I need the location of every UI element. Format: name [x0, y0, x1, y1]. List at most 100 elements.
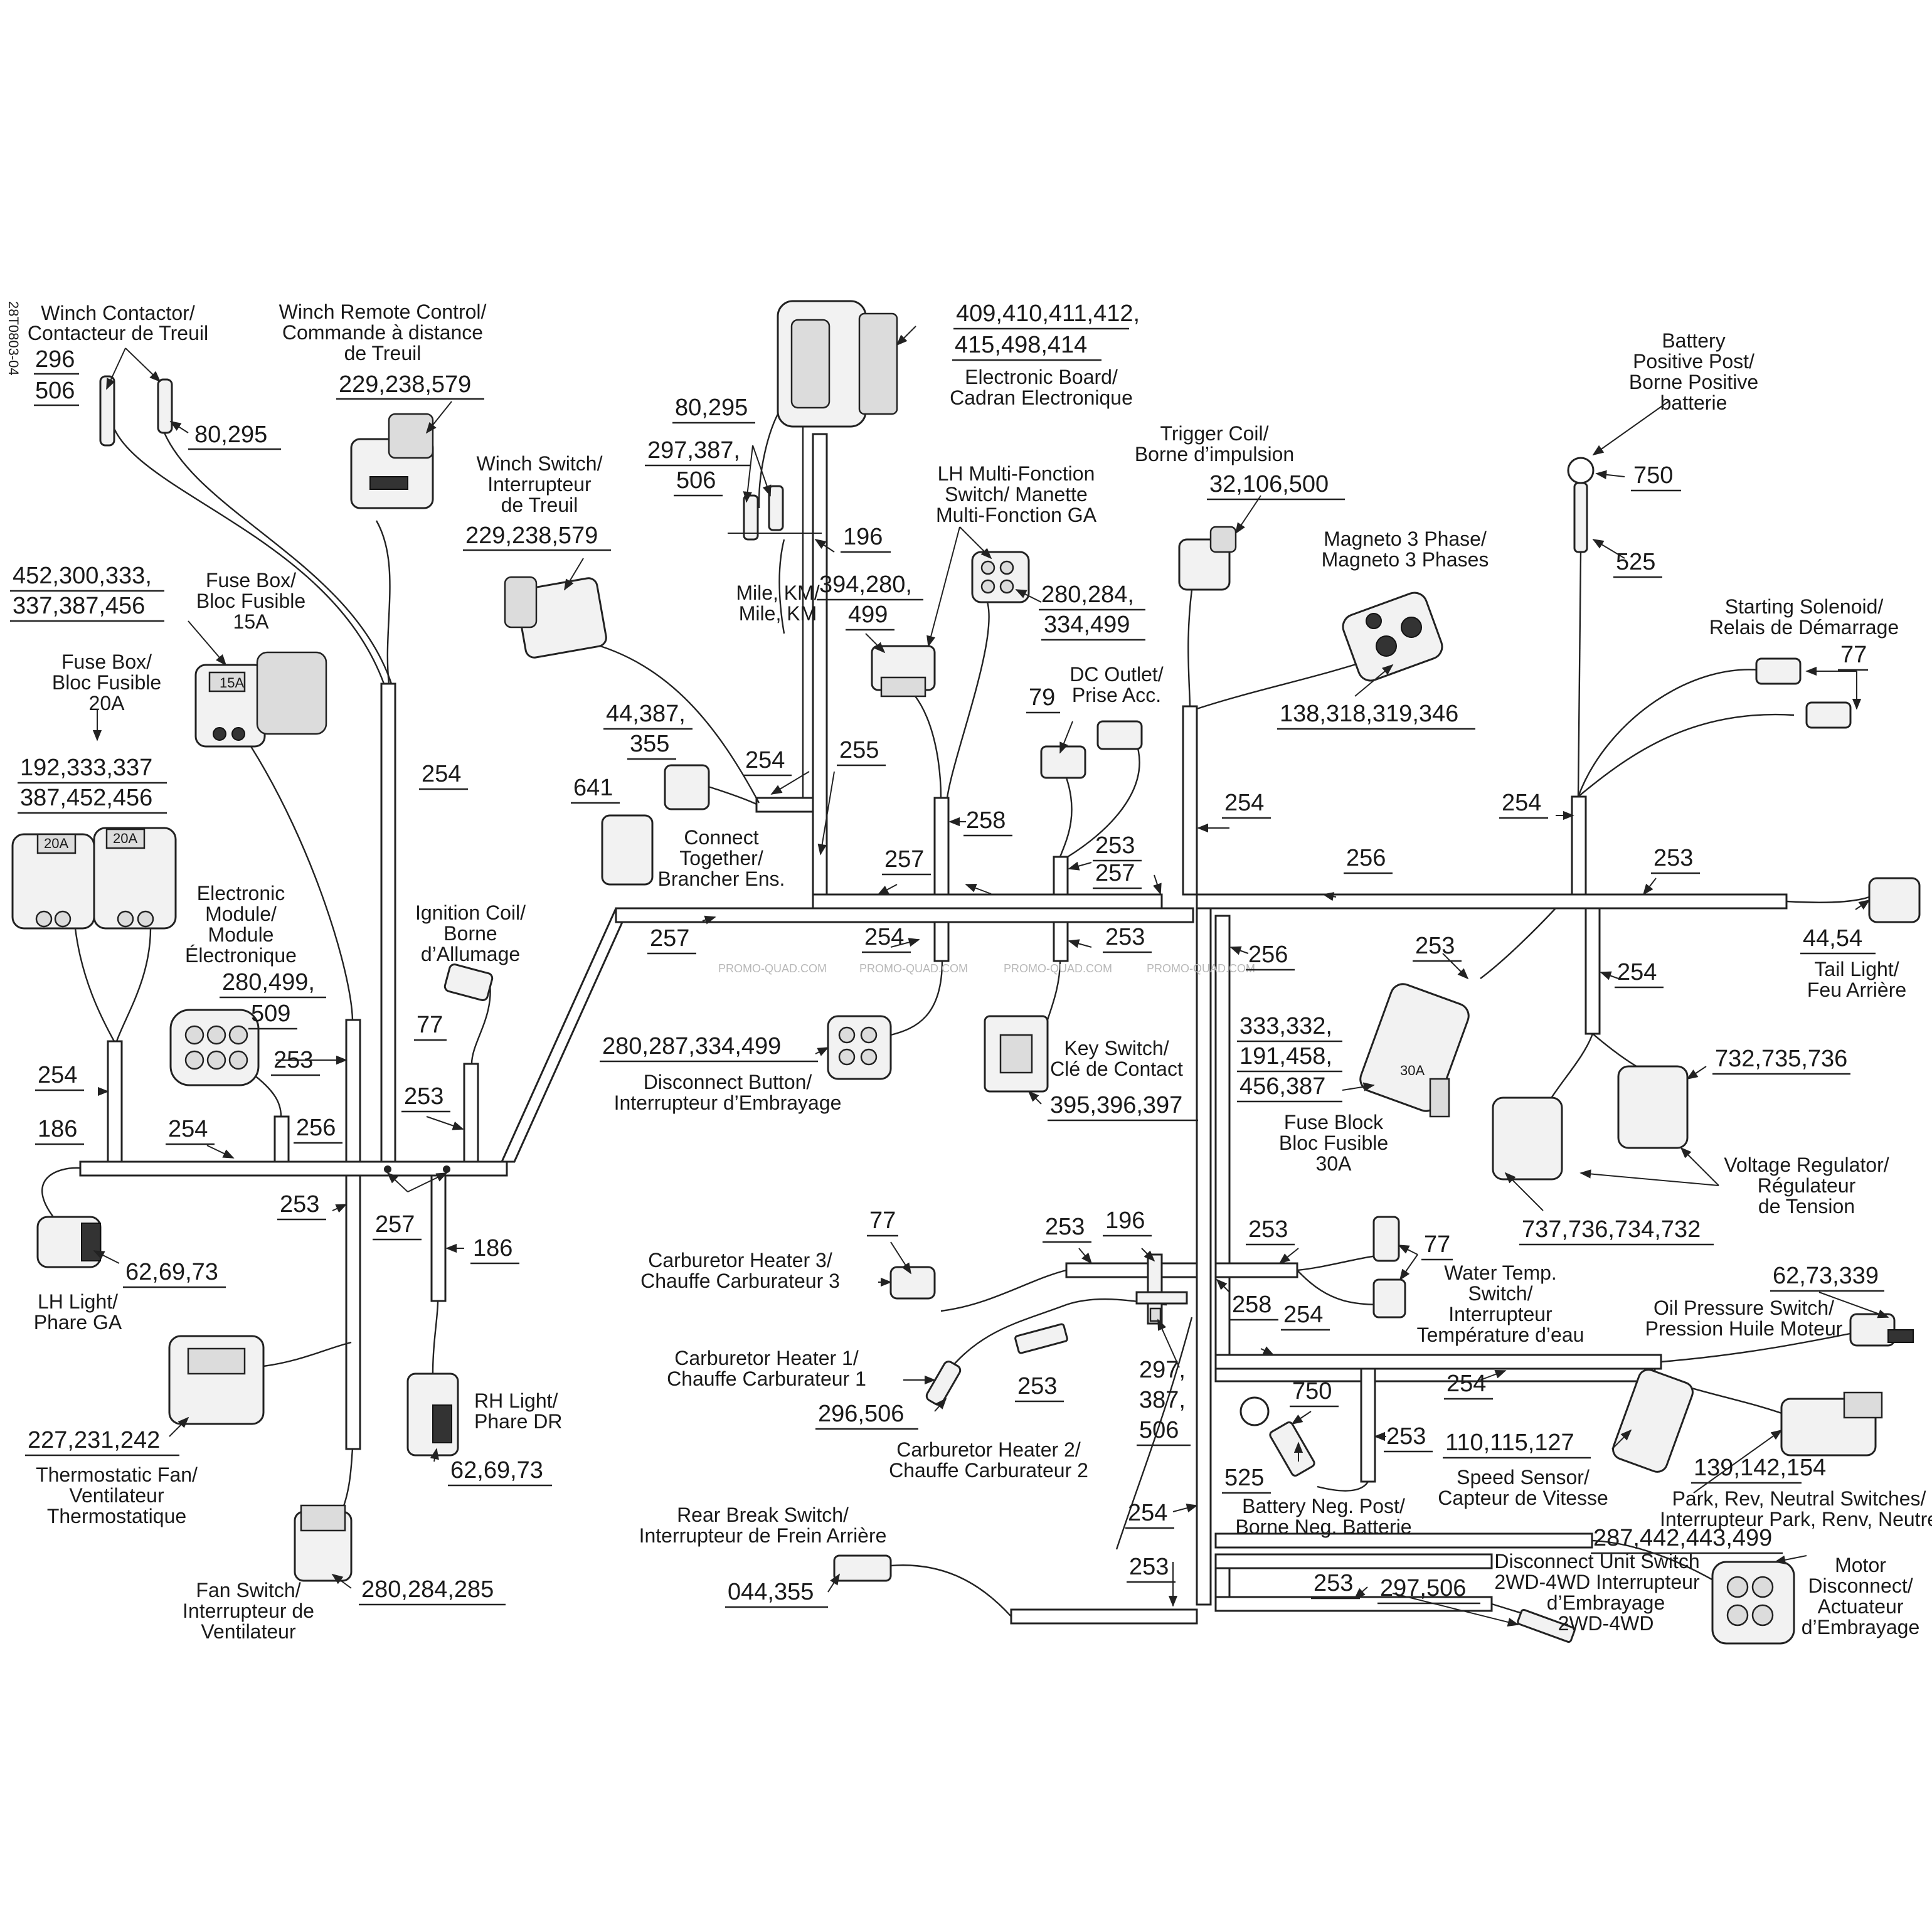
electronic-module-connector-icon[interactable]: [169, 1009, 260, 1086]
fan-switch-connector-icon[interactable]: [294, 1504, 353, 1582]
trigger-coil-connector-icon[interactable]: [1178, 526, 1237, 591]
starting-solenoid-label-2: Relais de Démarrage: [1709, 616, 1899, 639]
rh-light-connector-icon[interactable]: [406, 1372, 459, 1457]
rear-brake-num: 044,355: [728, 1579, 814, 1605]
winch-remote-connector-icon[interactable]: [350, 413, 434, 509]
harness-num-257c: 257: [884, 846, 924, 873]
fuse-badge-20a-1: 20A: [44, 836, 68, 851]
harness-num-254h: 254: [1617, 959, 1657, 985]
lh-multi-num2-2: 334,499: [1044, 612, 1130, 638]
lh-multi-num-1: 394,280,: [819, 571, 912, 598]
leader-arrows: [92, 326, 1889, 1627]
watermark-1: PROMO-QUAD.COM: [718, 962, 827, 975]
ignition-coil-label-1: Ignition Coil/: [415, 901, 526, 924]
harness-num-258b: 258: [1232, 1292, 1271, 1318]
carb-heater-2-connector-icon[interactable]: [1135, 1253, 1188, 1325]
water-temp-terminal-icon[interactable]: [1372, 1216, 1406, 1319]
speed-sensor-label-1: Speed Sensor/: [1457, 1466, 1590, 1489]
motor-label-2: Disconnect/: [1808, 1574, 1913, 1597]
disconnect-unit-switch-icon[interactable]: [1517, 1608, 1576, 1643]
park-rev-neutral-connector-icon[interactable]: [1780, 1391, 1883, 1457]
harness-num-254j: 254: [1446, 1371, 1486, 1397]
key-switch-icon[interactable]: [984, 1015, 1049, 1093]
lh-light-connector-icon[interactable]: [36, 1216, 102, 1268]
rear-brake-switch-icon[interactable]: [833, 1554, 892, 1582]
voltage-reg-label-3: de Tension: [1758, 1195, 1855, 1218]
fuse-block-30-label-2: Bloc Fusible: [1279, 1132, 1388, 1154]
trigger-coil-label-2: Borne d’impulsion: [1135, 443, 1294, 465]
voltage-reg-num-1: 732,735,736: [1715, 1046, 1847, 1072]
winch-switch-label-2: Interrupteur: [487, 473, 592, 496]
electronic-board-num-2: 415,498,414: [955, 332, 1087, 358]
key-switch-num: 395,396,397: [1050, 1092, 1182, 1118]
electronic-module-label-1: Electronic: [197, 882, 285, 905]
carb2-label-2: Chauffe Carburateur 2: [889, 1459, 1088, 1482]
num-196-top: 196: [843, 524, 883, 550]
battery-pos-label-1: Battery: [1662, 329, 1725, 352]
rh-light-label-1: RH Light/: [474, 1389, 558, 1412]
ignition-coil-terminal-icon[interactable]: [443, 963, 494, 1002]
tail-light-connector-icon[interactable]: [1868, 877, 1921, 923]
harness-num-253b: 253: [280, 1191, 319, 1218]
thermostatic-fan-connector-icon[interactable]: [168, 1335, 265, 1425]
battery-neg-num-1: 750: [1292, 1378, 1332, 1404]
fuse20-label-3: 20A: [89, 692, 125, 714]
key-switch-label-1: Key Switch/: [1064, 1037, 1169, 1059]
lh-light-num: 62,69,73: [125, 1259, 218, 1285]
starting-solenoid-label-1: Starting Solenoid/: [1725, 595, 1884, 618]
winch-contactor-terminal-icon[interactable]: [99, 375, 173, 447]
harness-num-254i: 254: [1283, 1302, 1323, 1328]
connect-together-connector-icon[interactable]: [601, 764, 710, 886]
fuse15-label-3: 15A: [233, 610, 270, 633]
fuse-box-20a-icon[interactable]: 20A 20A: [11, 827, 177, 930]
lh-multi-function-connector-icon[interactable]: [971, 551, 1030, 603]
harness-num-257b: 257: [650, 925, 689, 952]
starting-solenoid-terminal-icon[interactable]: [1755, 657, 1852, 729]
harness-num-253m: 253: [1314, 1570, 1353, 1596]
voltage-reg-label-1: Voltage Regulator/: [1724, 1154, 1889, 1176]
magneto-connector-icon[interactable]: [1339, 589, 1445, 684]
carb1-label-2: Chauffe Carburateur 1: [667, 1367, 866, 1390]
mile-km-num-1: 80,295: [675, 395, 748, 421]
battery-positive-terminal-icon[interactable]: [1567, 457, 1595, 553]
winch-switch-label-1: Winch Switch/: [477, 452, 603, 475]
lh-multi-num-2: 499: [848, 602, 888, 628]
harness-num-253c: 253: [404, 1083, 443, 1110]
winch-switch-label-3: de Treuil: [501, 494, 578, 516]
harness-num-196b: 196: [1105, 1208, 1145, 1234]
trigger-coil-label-1: Trigger Coil/: [1160, 422, 1268, 445]
magneto-label-1: Magneto 3 Phase/: [1324, 528, 1487, 550]
fuse-block-30a-icon[interactable]: 30A: [1357, 980, 1472, 1118]
carb-heater-1-terminal-icon[interactable]: [925, 1323, 1068, 1406]
winch-switch-connector-icon[interactable]: [504, 576, 608, 659]
motor-disconnect-connector-icon[interactable]: [1711, 1561, 1795, 1645]
battery-negative-terminal-icon[interactable]: [1239, 1396, 1315, 1477]
oil-pressure-sensor-icon[interactable]: [1849, 1313, 1914, 1347]
winch-contactor-label-1: Winch Contactor/: [41, 302, 195, 324]
harness-num-256a: 256: [296, 1115, 336, 1141]
carb-heater-3-terminal-icon[interactable]: [889, 1266, 936, 1300]
harness-num-256c: 256: [1248, 942, 1288, 968]
lh-light-label-2: Phare GA: [34, 1311, 122, 1334]
harness-num-254e: 254: [864, 924, 904, 950]
harness-num-186a: 186: [38, 1116, 77, 1142]
fan-switch-num: 280,284,285: [361, 1576, 494, 1603]
diagram-code: 28T0803-04: [6, 301, 21, 376]
electronic-board-icon[interactable]: [777, 300, 898, 428]
water-temp-label-1: Water Temp.: [1444, 1261, 1557, 1284]
harness-numbers: 186 254 254 253 256 253 254 253 257 186 …: [35, 737, 1700, 1600]
lh-multi-flat-connector-icon[interactable]: [871, 645, 936, 698]
winch-remote-label-3: de Treuil: [344, 342, 422, 364]
disconnect-button-connector-icon[interactable]: [827, 1015, 892, 1080]
electronic-module-label-3: Module: [208, 923, 274, 946]
fuse15-label-1: Fuse Box/: [206, 569, 296, 592]
dc-outlet-terminal-icon[interactable]: [1040, 720, 1143, 779]
voltage-regulator-connector-icon[interactable]: [1492, 1065, 1689, 1181]
tail-light-label-2: Feu Arrière: [1807, 979, 1906, 1001]
fuse-box-15a-icon[interactable]: 15A: [194, 651, 327, 748]
speed-sensor-connector-icon[interactable]: [1610, 1367, 1696, 1475]
carb3-label-2: Chauffe Carburateur 3: [640, 1270, 840, 1292]
mile-km-connector-icon[interactable]: [728, 485, 822, 541]
harness-num-253d: 253: [1095, 832, 1135, 859]
